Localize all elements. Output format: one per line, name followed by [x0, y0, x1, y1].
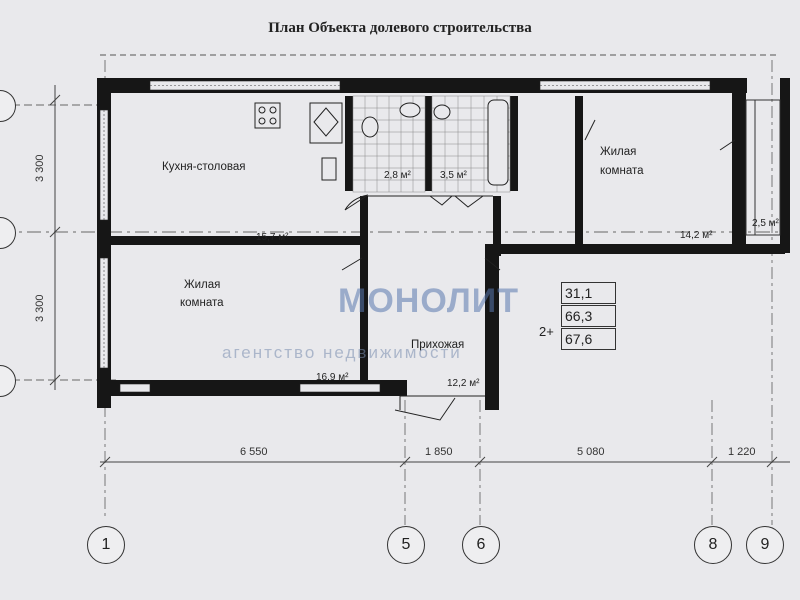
- summary-total-area: 66,3: [561, 305, 616, 327]
- dimension-5-6: 1 850: [425, 446, 453, 458]
- axis-marker-8: 8: [694, 526, 732, 564]
- dimension-1-5: 6 550: [240, 446, 268, 458]
- hall-area: 12,2 м²: [447, 378, 480, 389]
- living-room-right-label-2: комната: [600, 165, 644, 177]
- balcony-area: 2,5 м²: [752, 218, 779, 229]
- balcony: [745, 99, 781, 236]
- kitchen-area: 15,7 м²: [256, 232, 289, 243]
- dimension-8-9: 1 220: [728, 446, 756, 458]
- living-room-right-label-1: Жилая: [600, 146, 637, 158]
- fixtures: [254, 99, 509, 186]
- living-room-left-label-2: комната: [180, 297, 224, 309]
- summary-total-with-balcony: 67,6: [561, 328, 616, 350]
- kitchen-label: Кухня-столовая: [162, 161, 246, 173]
- vertical-dimension-2: 3 300: [34, 294, 46, 322]
- axis-marker-6: 6: [462, 526, 500, 564]
- bath-tiles: [352, 95, 511, 193]
- vertical-dimension-1: 3 300: [34, 154, 46, 182]
- axis-marker-5: 5: [387, 526, 425, 564]
- axis-marker-9: 9: [746, 526, 784, 564]
- living-room-left-label-1: Жилая: [184, 279, 221, 291]
- living-room-right-area: 14,2 м²: [680, 230, 713, 241]
- bathroom-1-area: 2,8 м²: [384, 170, 411, 181]
- bathroom-2-area: 3,5 м²: [440, 170, 467, 181]
- watermark-subtitle: агентство недвижимости: [222, 343, 462, 362]
- area-summary: 31,1 2+ 66,3 67,6: [537, 282, 616, 372]
- watermark-title: МОНОЛИТ: [338, 282, 519, 320]
- dimension-6-8: 5 080: [577, 446, 605, 458]
- summary-living-area: 31,1: [561, 282, 616, 304]
- axis-marker-1: 1: [87, 526, 125, 564]
- living-room-left-area: 16,9 м²: [316, 372, 349, 383]
- summary-room-count: 2+: [539, 324, 554, 339]
- door-swings: [341, 119, 736, 421]
- plan-title: План Объекта долевого строительства: [268, 20, 532, 36]
- hall-label: Прихожая: [411, 339, 465, 351]
